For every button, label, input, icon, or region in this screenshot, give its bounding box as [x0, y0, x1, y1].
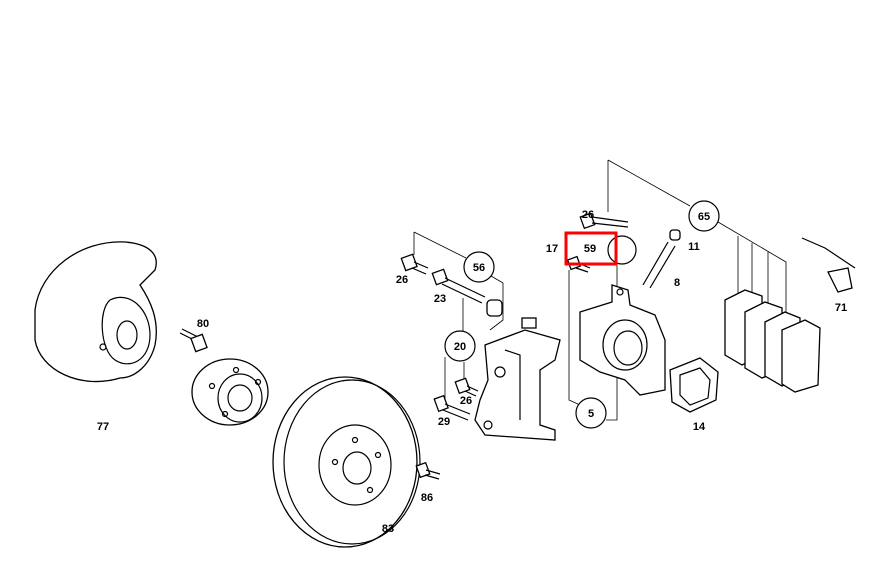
part-caliper-housing	[579, 284, 666, 396]
part-wheel-hub	[191, 358, 269, 426]
part-dust-shield	[34, 241, 157, 383]
label-20[interactable]: 20	[454, 341, 466, 353]
label-59[interactable]: 59	[584, 243, 596, 255]
part-anti-rattle-spring	[669, 357, 719, 413]
callout-circles	[444, 200, 720, 429]
label-77[interactable]: 77	[97, 421, 109, 433]
label-26[interactable]: 26	[582, 209, 594, 221]
label-26[interactable]: 26	[460, 395, 472, 407]
label-5[interactable]: 5	[588, 408, 594, 420]
label-14[interactable]: 14	[693, 421, 706, 433]
label-11[interactable]: 11	[688, 241, 700, 253]
label-80[interactable]: 80	[197, 318, 209, 330]
label-65[interactable]: 65	[698, 211, 710, 223]
highlight-box	[564, 231, 618, 266]
part-bleed-screw	[607, 229, 681, 289]
label-56[interactable]: 56	[473, 262, 485, 274]
part-bolt-80	[179, 328, 208, 353]
label-29[interactable]: 29	[438, 416, 450, 428]
label-23[interactable]: 23	[434, 293, 446, 305]
label-26[interactable]: 26	[396, 274, 408, 286]
part-caliper-carrier	[474, 317, 561, 441]
part-screw-86	[415, 461, 441, 480]
label-71[interactable]: 71	[835, 302, 847, 314]
part-brake-disc	[272, 376, 421, 548]
leader-lines	[54, 159, 787, 421]
label-86[interactable]: 86	[421, 492, 433, 504]
part-wear-sensor	[801, 237, 856, 293]
label-8[interactable]: 8	[674, 277, 680, 289]
part-labels: 26 17 59 11 65 8 26 56 23 71 80 20 26 29…	[97, 209, 847, 535]
label-17[interactable]: 17	[546, 243, 558, 255]
part-brake-pads	[724, 289, 821, 393]
part-bolts-left	[400, 212, 629, 421]
label-83[interactable]: 83	[382, 523, 394, 535]
